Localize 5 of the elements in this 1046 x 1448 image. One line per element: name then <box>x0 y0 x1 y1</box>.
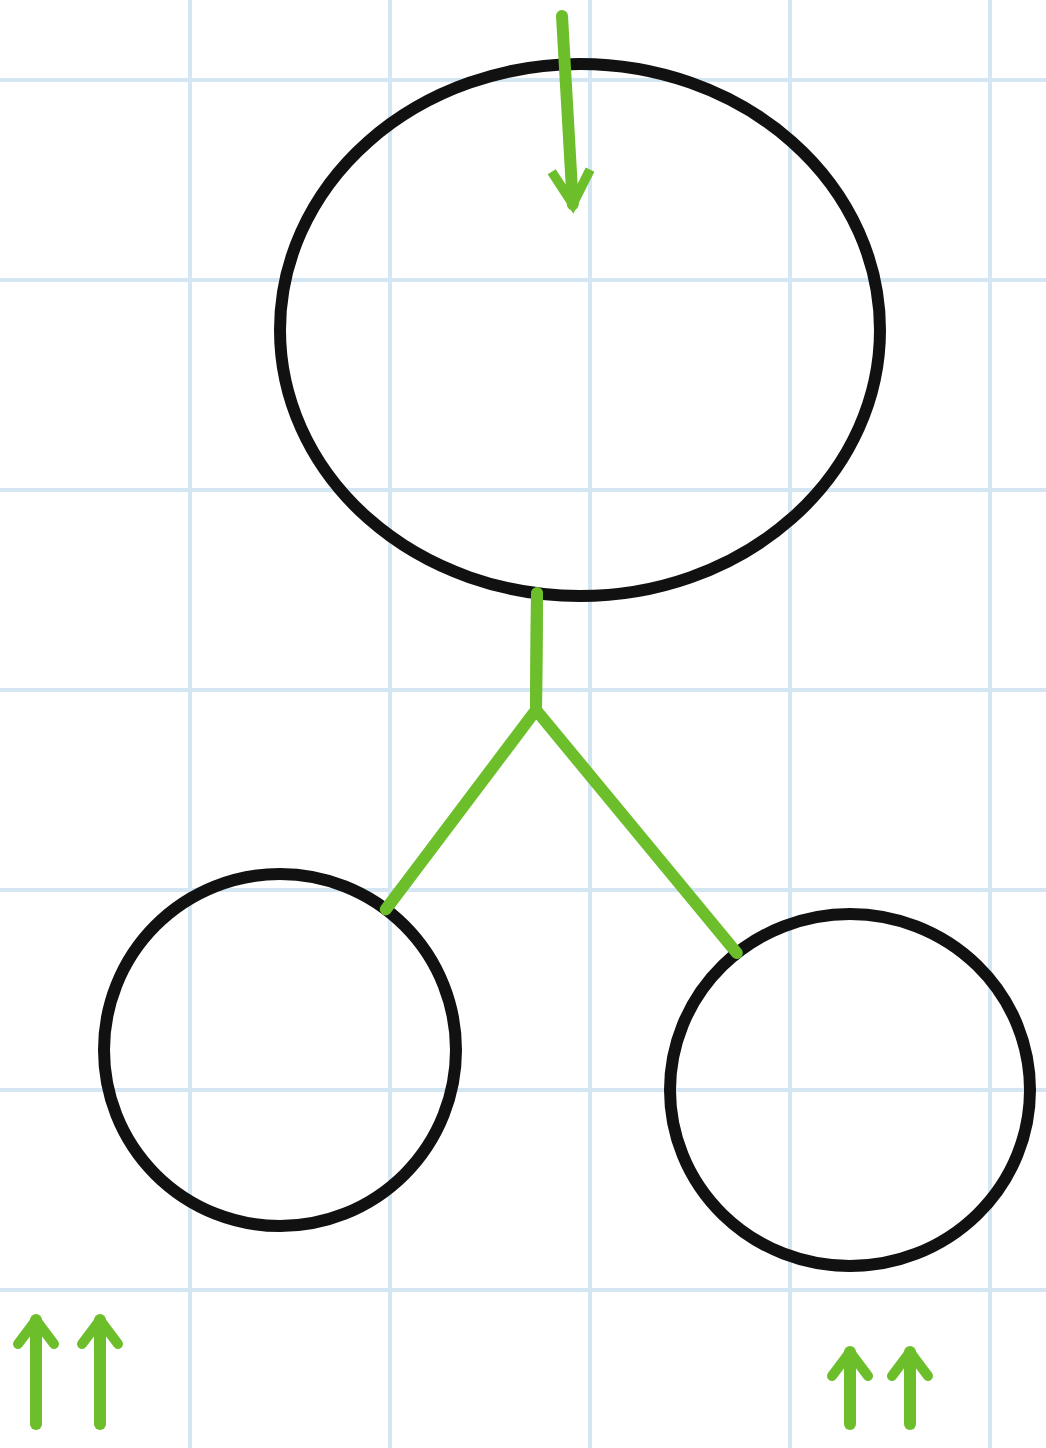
connector-line <box>530 587 743 959</box>
circle <box>94 864 466 1236</box>
circle <box>660 904 1040 1276</box>
arrow <box>546 10 595 211</box>
circle <box>270 54 890 606</box>
